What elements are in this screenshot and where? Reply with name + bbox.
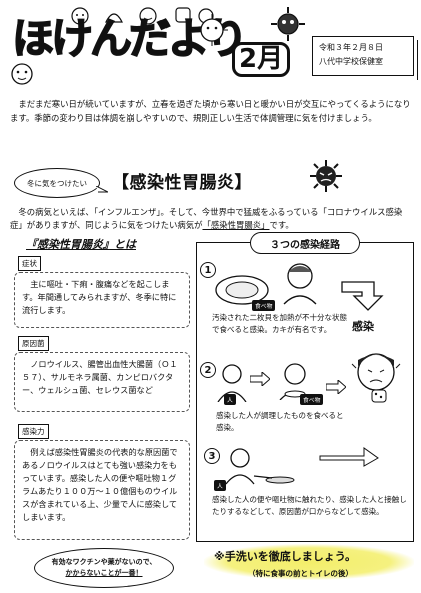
intro2-paragraph: 冬の病気といえば、「インフルエンザ」。そして、今世界中で猛威をふるっている「コロ…	[10, 206, 414, 232]
arrow-right-icon	[250, 372, 270, 386]
germ-character-icon	[196, 14, 228, 46]
issue-month: 2月	[232, 42, 291, 77]
handwash-highlight	[204, 544, 414, 580]
virus-icon	[310, 160, 342, 192]
contact-infection-icon	[225, 448, 295, 485]
what-is-heading: 『感染性胃腸炎』とは	[26, 238, 136, 251]
infectivity-label: 感染力	[18, 424, 49, 439]
step-3-number: 3	[204, 448, 220, 464]
infection-result-label: 感染	[352, 320, 374, 333]
handwash-message: ※手洗いを徹底しましょう。	[214, 550, 357, 563]
character-decoration-icon	[71, 7, 214, 25]
step-1-text: 汚染された二枚貝を加熱が不十分な状態で食べると感染。カキが有名です。	[212, 313, 347, 334]
step-2-number: 2	[200, 362, 216, 378]
handwash-submessage: （特に食事の前とトイレの後）	[248, 569, 353, 578]
cause-label: 原因菌	[18, 336, 49, 351]
infection-route-title: ３つの感染経路	[250, 232, 360, 254]
arrow-to-child-icon	[326, 380, 346, 394]
arrow-to-infection-icon	[341, 281, 384, 311]
step-3-text: 感染した人の便や嘔吐物に触れたり、感染した人と接触したりするなどして、原因菌が口…	[212, 495, 407, 516]
virus-face-icon	[271, 7, 305, 41]
person-eating-icon	[283, 263, 317, 305]
no-vaccine-line1: 有効なワクチンや薬がないので、	[51, 558, 157, 566]
step-2-food-tag: 食べ物	[300, 394, 324, 405]
arrow-up-to-child-icon	[319, 447, 379, 467]
issue-date: 令和３年２月８日	[319, 43, 383, 52]
step-3-person-tag: 人	[214, 480, 226, 491]
oyster-icon	[215, 275, 269, 305]
symptoms-label: 症状	[18, 256, 41, 271]
issuer-name: 八代中学校保健室	[319, 57, 383, 66]
issue-info-box: 令和３年２月８日 八代中学校保健室	[312, 36, 418, 80]
intro2-part1: 冬の病気といえば、「インフルエンザ」。そして、今世界中で猛威をふるっている「コロ…	[10, 207, 403, 230]
intro2-disease-name: 「感染性胃腸炎」	[202, 220, 270, 230]
masthead: ほけんだより 2月	[6, 4, 306, 90]
step-2-person-tag: 人	[224, 394, 236, 405]
bacteria-character-icon	[11, 63, 33, 85]
no-vaccine-line2: かからないことが一番！	[65, 569, 143, 577]
infectivity-box: 例えば感染性胃腸炎の代表的な原因菌であるノロウイルスはとても強い感染力をもってい…	[14, 440, 190, 540]
speech-bubble: 冬に気をつけたい	[14, 168, 100, 198]
no-vaccine-bubble: 有効なワクチンや薬がないので、 かからないことが一番！	[34, 548, 174, 588]
cause-box: ノロウイルス、腸管出血性大腸菌（Ｏ１５７）、サルモネラ属菌、カンピロバクター、ウ…	[14, 352, 190, 412]
intro2-part2: です。	[269, 220, 294, 230]
main-heading: 【感染性胃腸炎】	[112, 173, 252, 193]
step-1-food-tag: 食べ物	[252, 300, 276, 311]
speech-bubble-text: 冬に気をつけたい	[27, 178, 87, 188]
symptoms-box: 主に嘔吐・下痢・腹痛などを起こします。年間通してみられますが、冬季に特に流行しま…	[14, 272, 190, 328]
sick-child-icon	[351, 353, 401, 403]
step-1-number: 1	[200, 262, 216, 278]
speech-bubble-tail-icon	[96, 186, 108, 193]
intro-paragraph: まだまだ寒い日が続いていますが、立春を過ぎた頃から寒い日と暖かい日が交互にやって…	[10, 99, 411, 123]
step-2-text: 感染した人が調理したものを食べると感染。	[216, 411, 344, 432]
